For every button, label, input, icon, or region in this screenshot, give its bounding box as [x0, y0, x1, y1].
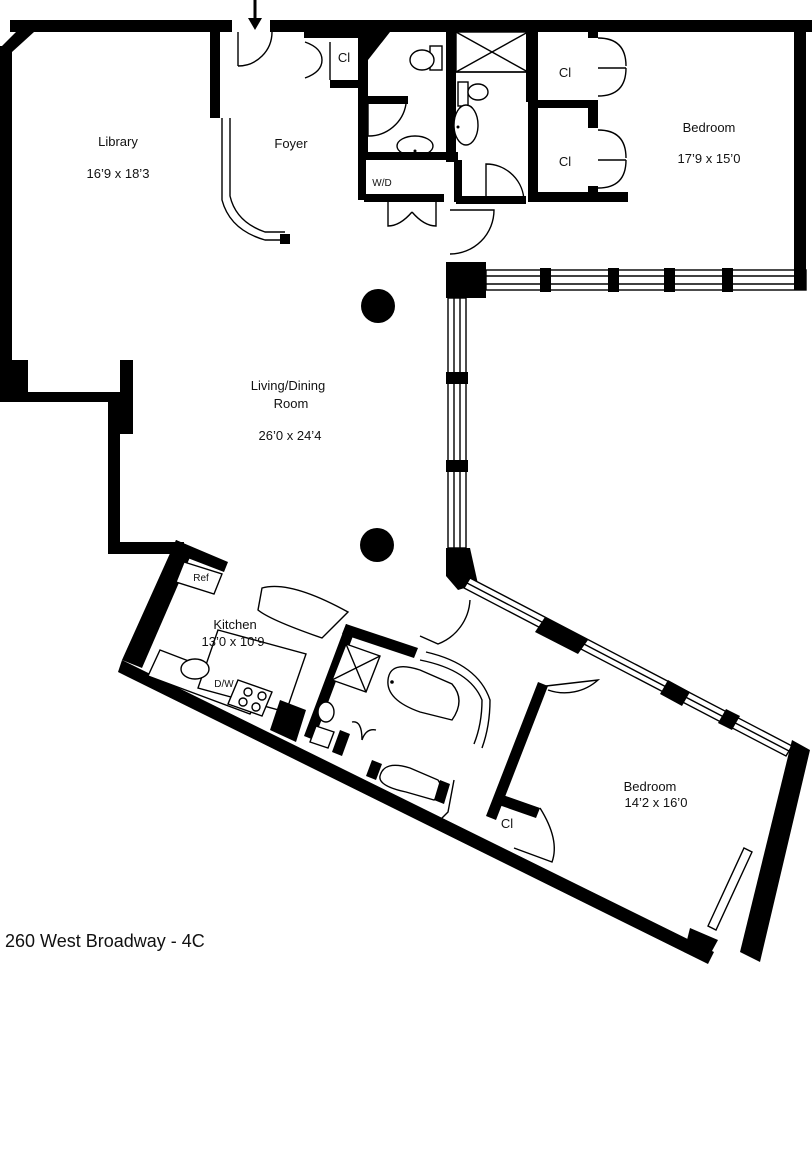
powder-room: [358, 32, 462, 202]
bedroom-1-closet-2-label: Cl: [559, 154, 571, 169]
bedroom-2-walls: [486, 679, 601, 863]
kitchen-fixtures: [147, 561, 350, 742]
hall-door: [449, 209, 495, 255]
bedroom-1-dims: 17’9 x 15’0: [678, 151, 741, 166]
bedroom-1-closets: [528, 32, 628, 202]
south-exterior-wall: [118, 540, 714, 964]
lower-bath: [304, 599, 491, 821]
diagonal-window-wall: [463, 577, 793, 757]
bedroom-1-window-wall: [446, 262, 807, 298]
living-label-line1: Living/Dining: [251, 378, 325, 393]
structural-columns: [360, 289, 395, 562]
washer-dryer-doors: [387, 202, 437, 227]
kitchen-dims: 13’0 x 10’9: [202, 634, 265, 649]
master-bath: [453, 31, 538, 204]
library-partition: [210, 32, 290, 244]
bedroom-2-dims: 14’2 x 16’0: [625, 795, 688, 810]
entry-door: [237, 31, 273, 67]
living-label-line2: Room: [274, 396, 309, 411]
bedroom-2-label: Bedroom: [624, 779, 677, 794]
dishwasher-label: D/W: [214, 679, 234, 690]
bedroom-2-east-wall: [684, 740, 810, 962]
foyer-closet: [304, 32, 366, 88]
living-dims: 26’0 x 24’4: [259, 428, 322, 443]
living-east-window-wall: [446, 297, 478, 590]
bedroom-1-label: Bedroom: [683, 120, 736, 135]
bedroom-1-closet-1-label: Cl: [559, 65, 571, 80]
washer-dryer-label: W/D: [372, 178, 391, 189]
entry-arrow-icon: [248, 0, 262, 30]
foyer-label: Foyer: [274, 136, 308, 151]
foyer-closet-label: Cl: [338, 50, 350, 65]
bedroom-2-closet-label: Cl: [501, 816, 513, 831]
address-caption: 260 West Broadway - 4C: [5, 931, 205, 951]
kitchen-label: Kitchen: [213, 617, 256, 632]
library-label: Library: [98, 134, 138, 149]
exterior-walls: [0, 20, 812, 554]
library-dims: 16’9 x 18’3: [87, 166, 150, 181]
refrigerator-label: Ref: [193, 573, 209, 584]
